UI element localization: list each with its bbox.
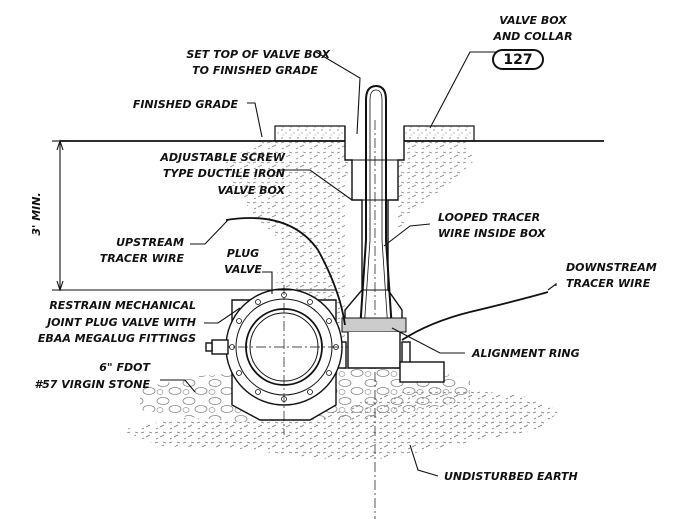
upstream-label-1: UPSTREAM (116, 236, 184, 249)
downstream-label-1: DOWNSTREAM (566, 261, 657, 274)
valve-box-collar-label-2: AND COLLAR (492, 30, 572, 43)
detail-number: 127 (503, 52, 532, 68)
plug-label-1: PLUG (227, 247, 259, 260)
restrain-label-3: EBAA MEGALUG FITTINGS (38, 332, 196, 345)
detail-reference-bubble: 127 (492, 49, 544, 70)
restrain-label-2: JOINT PLUG VALVE WITH (45, 316, 196, 329)
leader-lines (160, 51, 557, 477)
plug-valve-body (337, 332, 445, 383)
upstream-tracer-wire (225, 217, 346, 326)
fdot-label-1: 6" FDOT (99, 361, 151, 374)
pipe-end-view (205, 285, 348, 435)
undisturbed-earth (120, 388, 560, 462)
adjustable-label-2: TYPE DUCTILE IRON (163, 167, 285, 180)
undisturbed-earth-label: UNDISTURBED EARTH (444, 470, 578, 483)
looped-tracer-wire (359, 84, 393, 331)
adjustable-label-3: VALVE BOX (218, 184, 286, 197)
downstream-label-2: TRACER WIRE (566, 277, 651, 290)
downstream-tracer-wire (401, 291, 549, 341)
three-min-label: 3' MIN. (30, 192, 43, 235)
depth-dimension (52, 139, 336, 292)
collar-block-right (403, 125, 475, 142)
looped-label-2: WIRE INSIDE BOX (438, 227, 546, 240)
collar-block-left (274, 125, 346, 142)
set-top-label-1: SET TOP OF VALVE BOX (186, 48, 330, 61)
alignment-ring-label: ALIGNMENT RING (471, 347, 580, 360)
plug-label-2: VALVE (224, 263, 262, 276)
restrain-label-1: RESTRAIN MECHANICAL (49, 299, 196, 312)
fdot-label-2: #57 VIRGIN STONE (34, 378, 150, 391)
looped-label-1: LOOPED TRACER (438, 211, 540, 224)
adjustable-label-1: ADJUSTABLE SCREW (159, 151, 285, 164)
upstream-label-2: TRACER WIRE (100, 252, 185, 265)
finished-grade-label: FINISHED GRADE (133, 98, 239, 111)
valve-box-collar-label-1: VALVE BOX (499, 14, 567, 27)
set-top-label-2: TO FINISHED GRADE (192, 64, 318, 77)
